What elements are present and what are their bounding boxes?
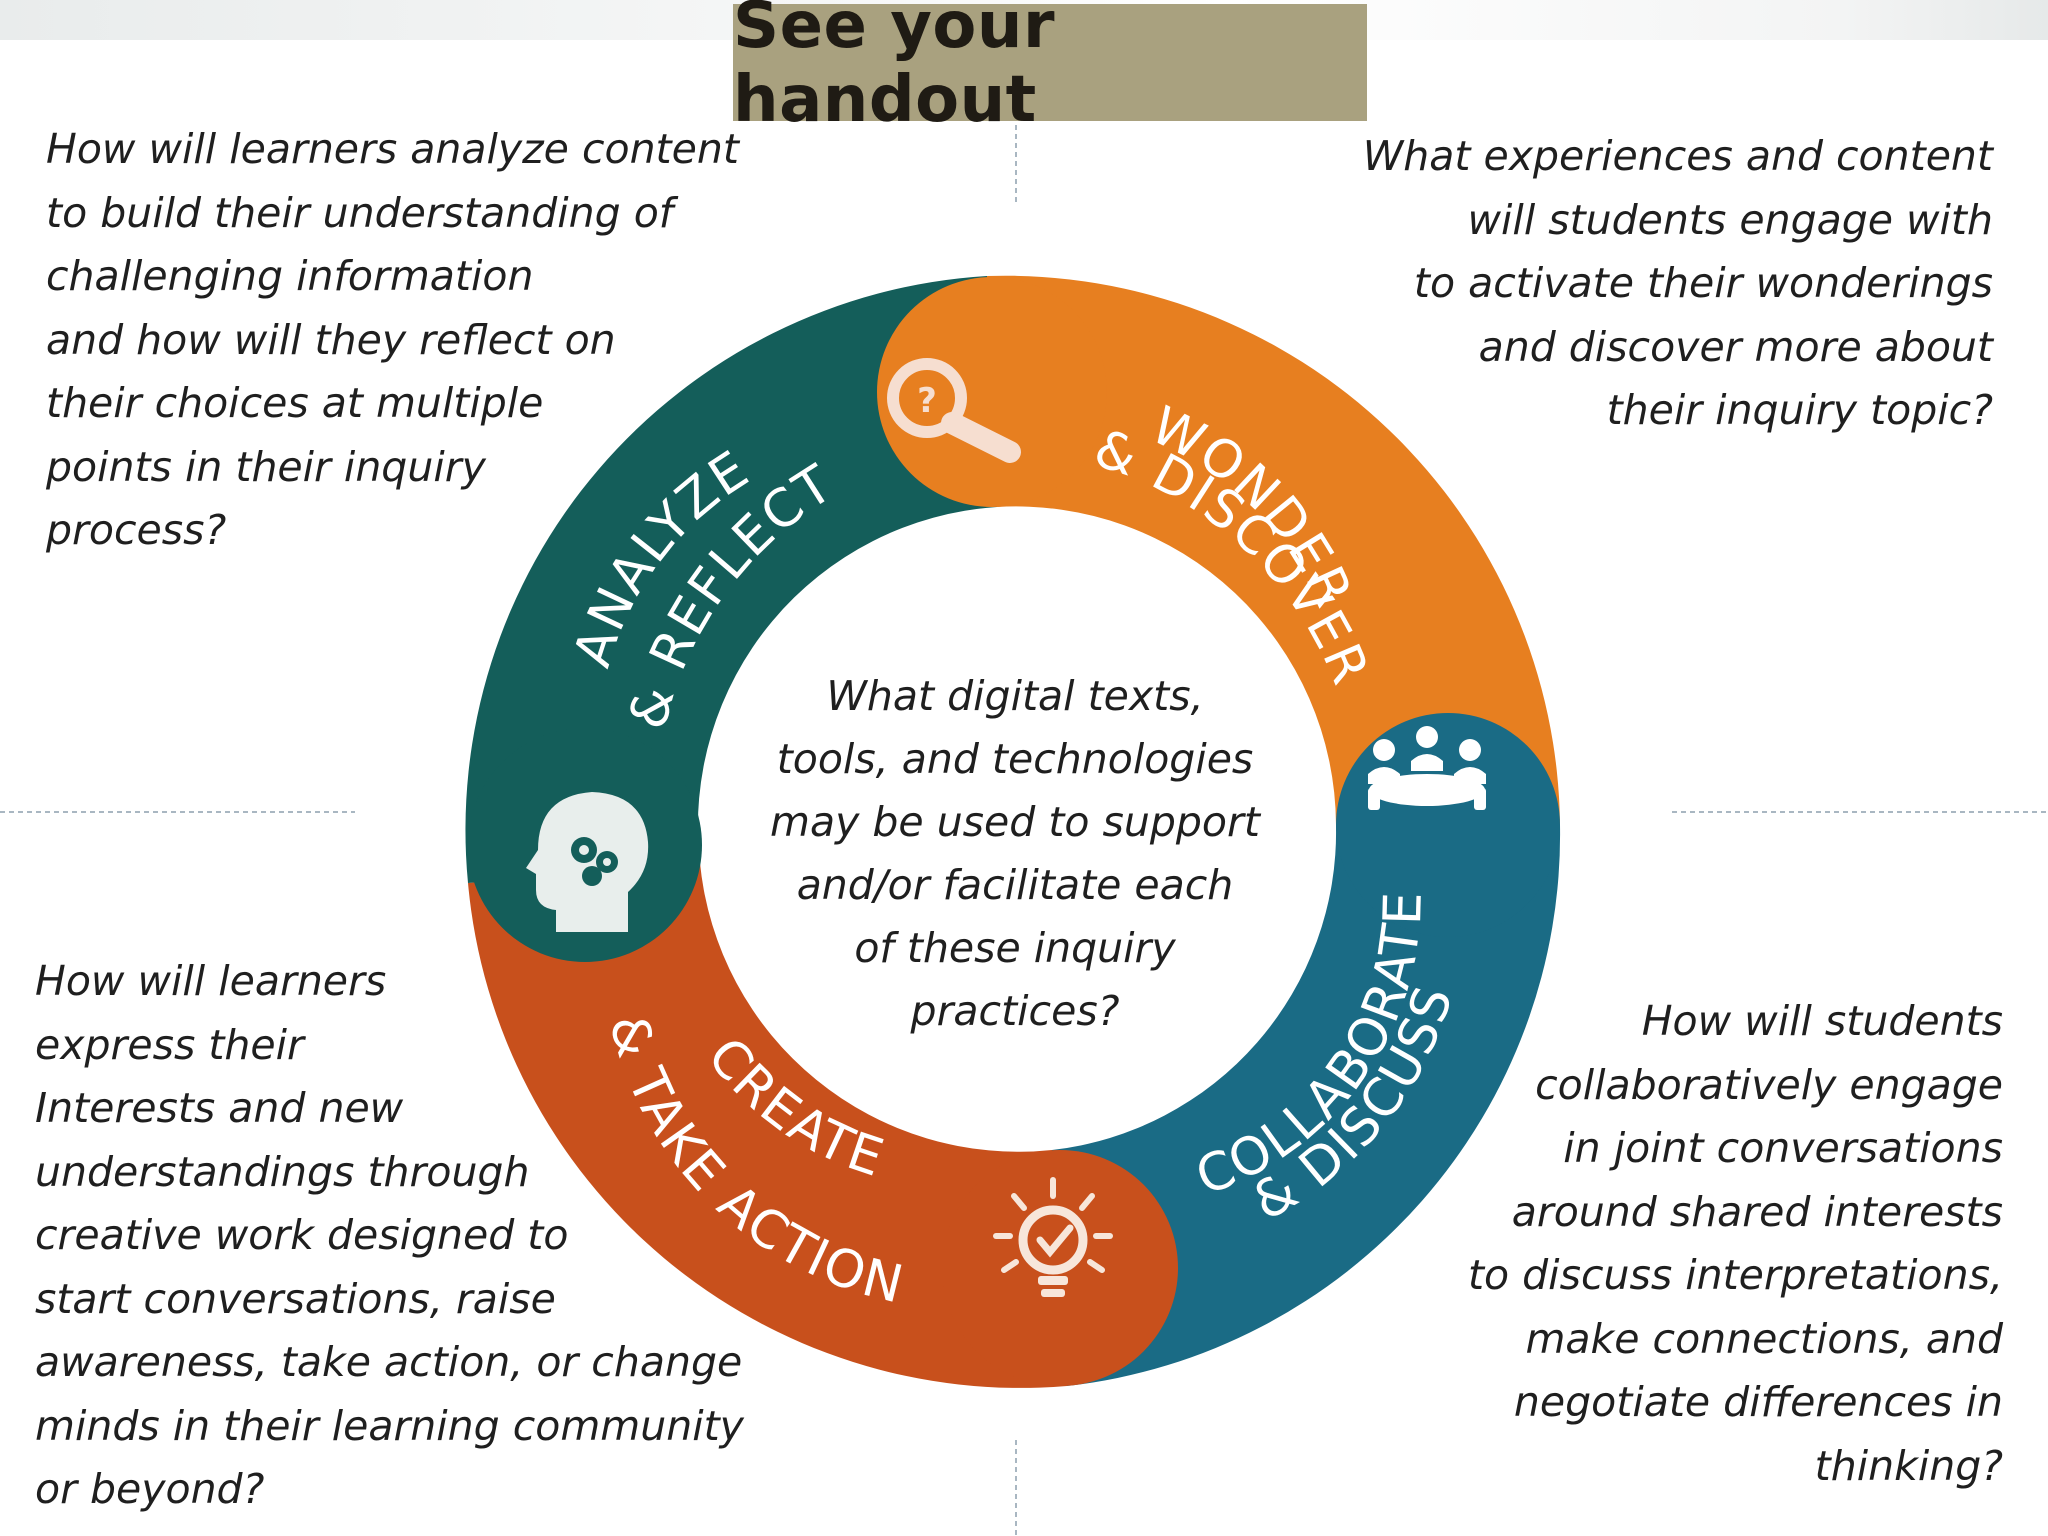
segment-collaborate	[1052, 825, 1561, 1386]
center-question: What digital texts, tools, and technolog…	[770, 672, 1260, 1035]
center-circle	[710, 524, 1322, 1136]
question-create-take-action: How will learners express their Interest…	[35, 957, 744, 1513]
question-wonder-discover: What experiences and content will studen…	[1362, 132, 1993, 434]
lightbulb-check-icon	[993, 1177, 1113, 1297]
question-collaborate-discuss: How will students collaboratively engage…	[1467, 997, 2003, 1490]
question-analyze-reflect: How will learners analyze content to bui…	[46, 125, 739, 554]
cap-wonder	[877, 277, 1107, 507]
cap-collaborate	[1336, 713, 1560, 937]
banner-title: See your handout	[733, 0, 1055, 137]
segment-wonder	[987, 275, 1560, 825]
segment-create	[468, 863, 1067, 1388]
guide-lines	[0, 125, 2048, 1536]
group-meeting-icon	[1368, 726, 1486, 810]
handout-banner: See your handout	[733, 0, 1367, 137]
magnifier-question-icon: ?	[887, 358, 1021, 463]
head-gears-icon	[526, 792, 649, 932]
svg-text:?: ?	[917, 381, 937, 421]
